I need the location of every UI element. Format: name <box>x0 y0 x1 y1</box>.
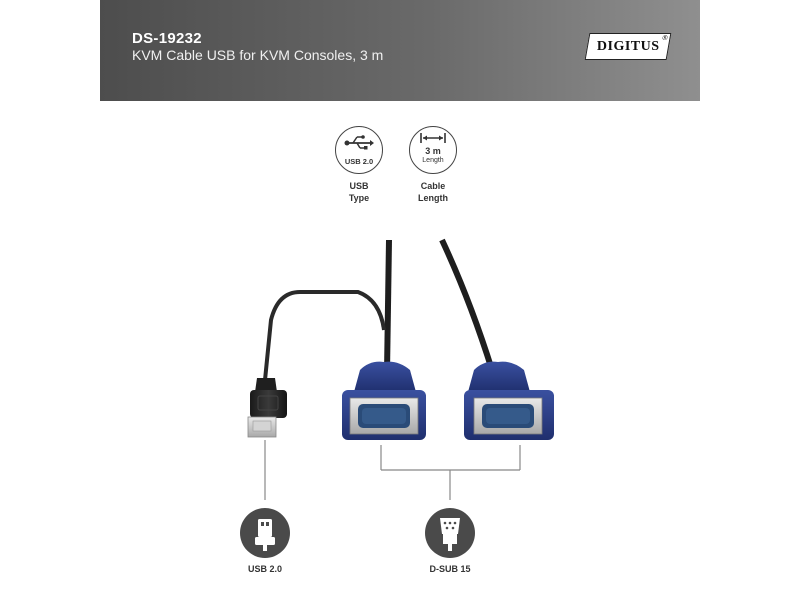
dsub-plug-icon <box>440 518 460 551</box>
usb-connector-badge <box>240 508 290 558</box>
dsub-connector-label: D-SUB 15 <box>429 564 471 574</box>
header-banner: DS-19232 KVM Cable USB for KVM Consoles,… <box>100 0 700 101</box>
length-arrow-icon <box>420 133 446 143</box>
product-sku: DS-19232 <box>132 30 202 47</box>
leader-lines <box>264 440 521 500</box>
product-photo <box>247 238 554 500</box>
feature-length-label-line2: Length <box>418 193 448 203</box>
feature-usb-type: USB 2.0 USB Type <box>324 126 394 204</box>
product-card: DS-19232 KVM Cable USB for KVM Consoles,… <box>100 0 700 600</box>
usb-plug <box>247 378 287 438</box>
usb-symbol-icon <box>344 135 374 150</box>
feature-usb-label-line1: USB <box>349 181 369 191</box>
feature-length-label: Cable Length <box>398 180 468 204</box>
product-subtitle: KVM Cable USB for KVM Consoles, 3 m <box>132 47 384 63</box>
feature-usb-circle: USB 2.0 <box>335 126 383 174</box>
feature-length-circle: 3 m Length <box>409 126 457 174</box>
usb-connector-label: USB 2.0 <box>247 564 282 574</box>
dsub-connector-right <box>464 361 554 440</box>
usb-circle-text: USB 2.0 <box>344 157 374 166</box>
cables <box>263 238 495 381</box>
usb-plug-icon <box>255 519 275 551</box>
feature-usb-label: USB Type <box>324 180 394 204</box>
length-circle-unit: Length <box>422 157 444 164</box>
feature-usb-label-line2: Type <box>348 193 370 203</box>
feature-length-label-line1: Cable <box>420 181 446 191</box>
dsub-connector-left <box>342 361 426 440</box>
dsub-connector-badge <box>425 508 475 558</box>
length-circle-value: 3 m <box>425 146 441 156</box>
feature-cable-length: 3 m Length Cable Length <box>398 126 468 204</box>
